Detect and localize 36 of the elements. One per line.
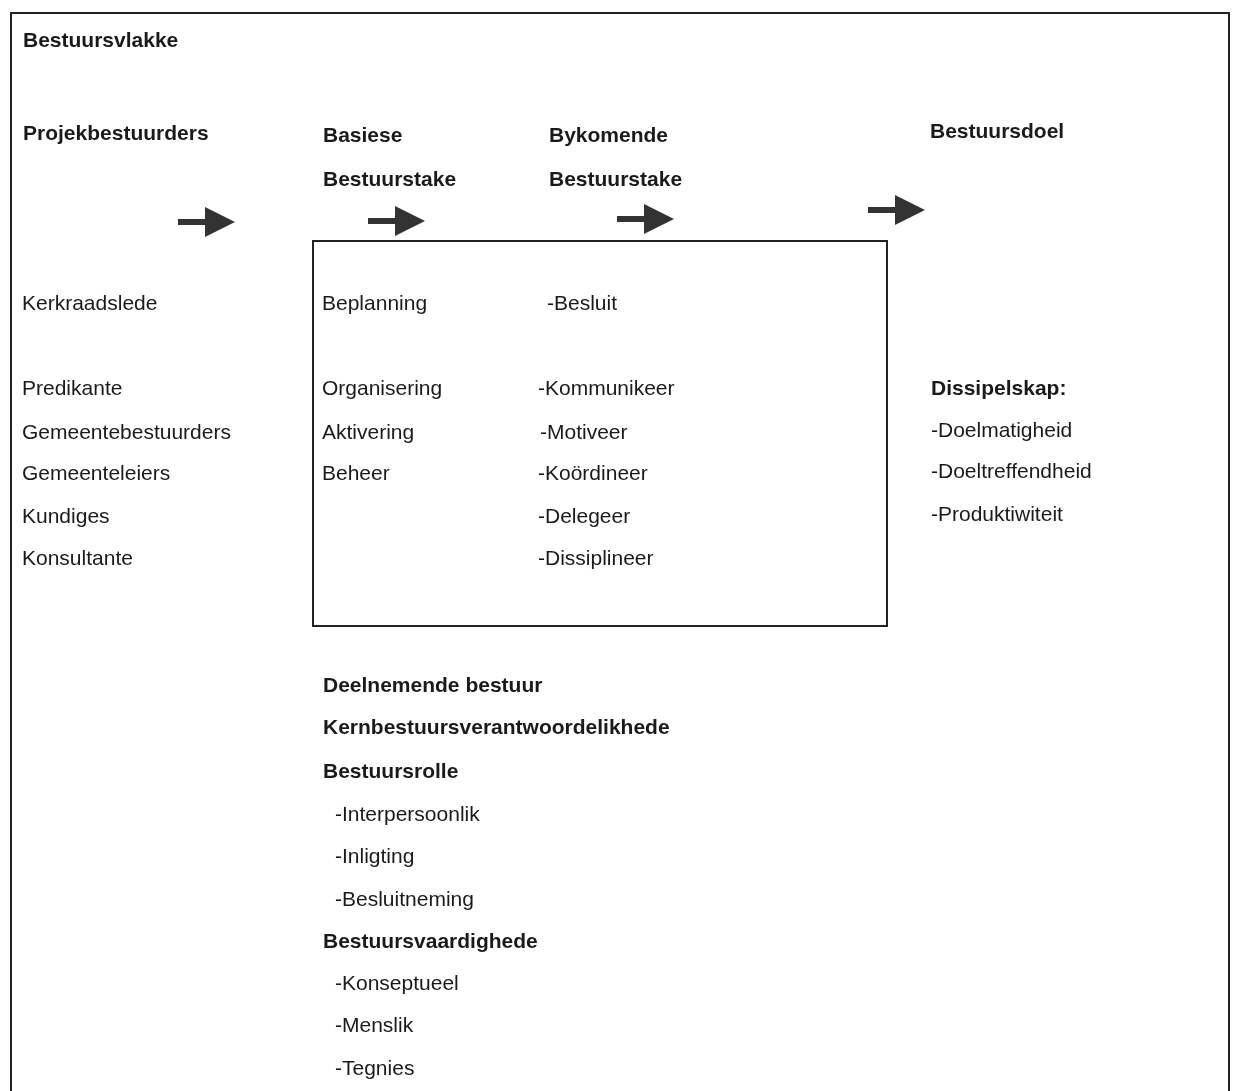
heading-text: Bykomende Bestuurstake: [549, 122, 684, 192]
list-item: Gemeenteleiers: [22, 460, 171, 486]
box-item: Aktivering: [322, 419, 415, 445]
heading-text: Bestuursvaardighede: [323, 928, 538, 954]
box-item: -Motiveer: [540, 419, 628, 445]
list-item: -Doeltreffendheid: [931, 458, 1092, 484]
list-item: Kundiges: [22, 503, 110, 529]
heading-text: Projekbestuurders: [23, 120, 209, 146]
heading-text: Kernbestuursverantwoordelikhede: [323, 714, 670, 740]
list-item: -Produktiwiteit: [931, 501, 1063, 527]
task-box: [312, 240, 888, 627]
list-item: Gemeentebestuurders: [22, 419, 231, 445]
heading-text: Basiese Bestuurstake: [323, 122, 458, 192]
box-item: -Dissiplineer: [538, 545, 654, 571]
list-item: -Menslik: [335, 1012, 414, 1038]
box-item: Beplanning: [322, 290, 428, 316]
heading-text: Deelnemende bestuur: [323, 672, 543, 698]
box-item: Organisering: [322, 375, 443, 401]
list-item: -Konseptueel: [335, 970, 459, 996]
box-item: -Delegeer: [538, 503, 631, 529]
box-item: -Koördineer: [538, 460, 648, 486]
list-item: -Doelmatigheid: [931, 417, 1073, 443]
heading-text: Dissipelskap:: [931, 375, 1067, 401]
heading-text: Bestuursdoel: [930, 118, 1065, 144]
box-item: -Kommunikeer: [538, 375, 675, 401]
box-item: -Besluit: [547, 290, 618, 316]
box-item: Beheer: [322, 460, 390, 486]
diagram-title: Bestuursvlakke: [23, 27, 179, 53]
list-item: -Tegnies: [335, 1055, 415, 1081]
list-item: -Besluitneming: [335, 886, 474, 912]
heading-text: Bestuursrolle: [323, 758, 459, 784]
list-item: Konsultante: [22, 545, 133, 571]
list-item: -Interpersoonlik: [335, 801, 480, 827]
list-item: -Inligting: [335, 843, 415, 869]
list-item: Predikante: [22, 375, 123, 401]
list-item: Kerkraadslede: [22, 290, 158, 316]
